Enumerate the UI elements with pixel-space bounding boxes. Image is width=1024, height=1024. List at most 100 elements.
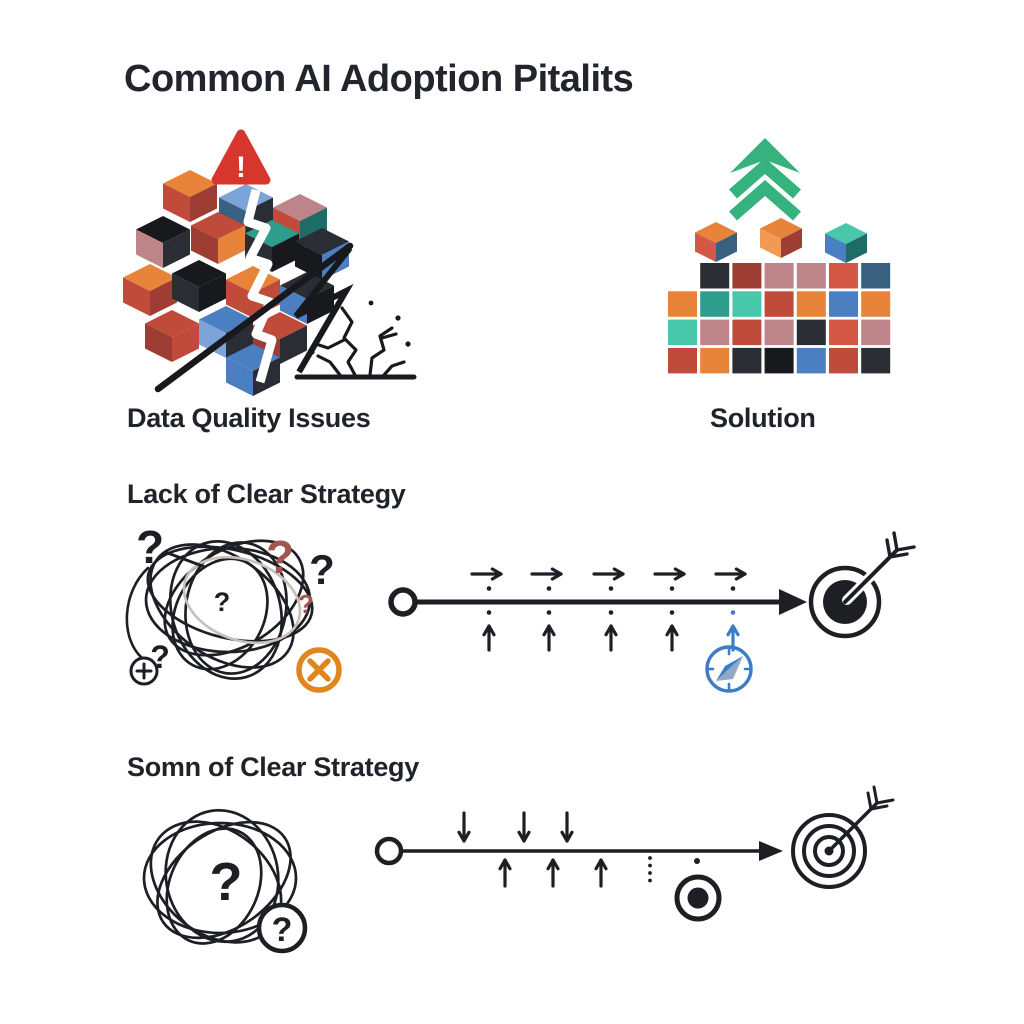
solution-grid-cell [796,263,826,289]
solution-grid-cell [861,347,891,374]
solution-grid-cell [732,319,762,346]
shape-circle [791,813,867,889]
shape-polygon [779,589,807,615]
shape-circle [337,293,343,299]
shape-circle [388,587,418,617]
shape-polygon [145,323,172,362]
shape-polyline [316,354,342,377]
white-crack [243,188,277,384]
shape-polygon [825,233,846,263]
scribble-tangle-icon [144,539,314,680]
shape-line [885,538,892,559]
timeline-arrow-icon [374,836,783,866]
shape-polygon [226,319,253,358]
shape-polyline [382,360,406,377]
bullseye-icon [674,858,722,922]
question-mark-icon: ? [136,521,164,573]
shape-polygon [163,229,190,268]
dot [730,610,736,615]
block-grid-icon [668,263,891,374]
shape-circle [129,656,159,686]
solution-grid-cell [668,291,697,317]
shape-polygon [150,277,177,316]
scribble-ellipse [165,827,263,945]
shape-polyline [726,624,740,637]
question-mark-icon: ? [309,546,335,593]
crossed-circle-icon [296,647,342,693]
shape-circle [808,565,882,639]
shape-polyline [498,858,512,871]
dot [648,856,652,860]
shape-circle [687,887,709,909]
shape-polygon [199,319,226,358]
dot [608,610,614,615]
dot [648,863,652,868]
solution-grid-cell [829,319,858,346]
shape-polygon [172,273,199,312]
shape-polyline [490,567,503,581]
stray-stroke [163,550,207,569]
shape-g [885,531,916,559]
solution-grid-cell [861,263,891,289]
shape-polygon [695,232,716,262]
dot [486,610,492,615]
solution-cube [825,223,867,263]
scribble-ellipse [171,557,269,671]
scribble-ellipse [146,545,314,643]
shape-polyline [517,830,531,843]
shape-polygon [253,357,280,396]
shape-circle [802,824,856,878]
shape-polyline [612,567,625,581]
shape-polyline [542,624,556,637]
shape-polygon [760,228,781,258]
shape-circle [309,349,315,355]
solution-grid-cell [668,319,697,346]
solution-grid-cell [764,291,794,317]
scribble-ellipse [142,821,298,935]
earthquake-crack-icon [309,293,411,377]
shape-polyline [482,624,496,637]
shape-circle [395,315,401,321]
shape-polyline [550,567,563,581]
solution-grid-cell [668,347,697,374]
dot [648,871,652,875]
shape-line [843,548,899,604]
shape-polyline [673,567,686,581]
shape-line [869,804,889,811]
progress-arrows-icon [470,567,747,652]
shape-line [875,798,895,805]
shape-line [872,785,879,805]
label-data-quality: Data Quality Issues [127,403,371,433]
solution-grid-cell [700,263,730,289]
scribble-ellipse [168,540,284,680]
shape-polygon [190,183,217,222]
fracture-diagonal-line [154,242,354,393]
shape-circle [368,300,374,306]
pile-cube [136,216,190,268]
shape-polygon [136,229,163,268]
shape-polygon [226,357,253,396]
solution-grid-cell [732,263,762,289]
shape-polyline [594,858,608,871]
shape-polygon [163,183,190,222]
pile-cube [191,212,245,264]
solution-grid-cell [732,291,762,317]
dot [486,586,492,591]
solution-grid-cell [861,291,891,317]
shape-line [895,545,916,552]
shape-polygon [218,225,245,264]
shape-polyline [729,180,801,221]
timeline-arrow-icon [388,587,807,617]
shape-polyline [729,158,801,199]
shape-polygon [716,656,743,681]
page-title: Common AI Adoption Pitalits [124,58,634,100]
dotted-separator [648,856,652,883]
solution-grid-cell [796,319,826,346]
shape-polyline [314,338,346,350]
shape-polyline [457,830,471,843]
label-lack-strategy: Lack of Clear Strategy [127,479,406,509]
solution-grid-cell [764,263,794,289]
pile-cube [145,310,199,362]
shape-polygon [759,841,783,861]
